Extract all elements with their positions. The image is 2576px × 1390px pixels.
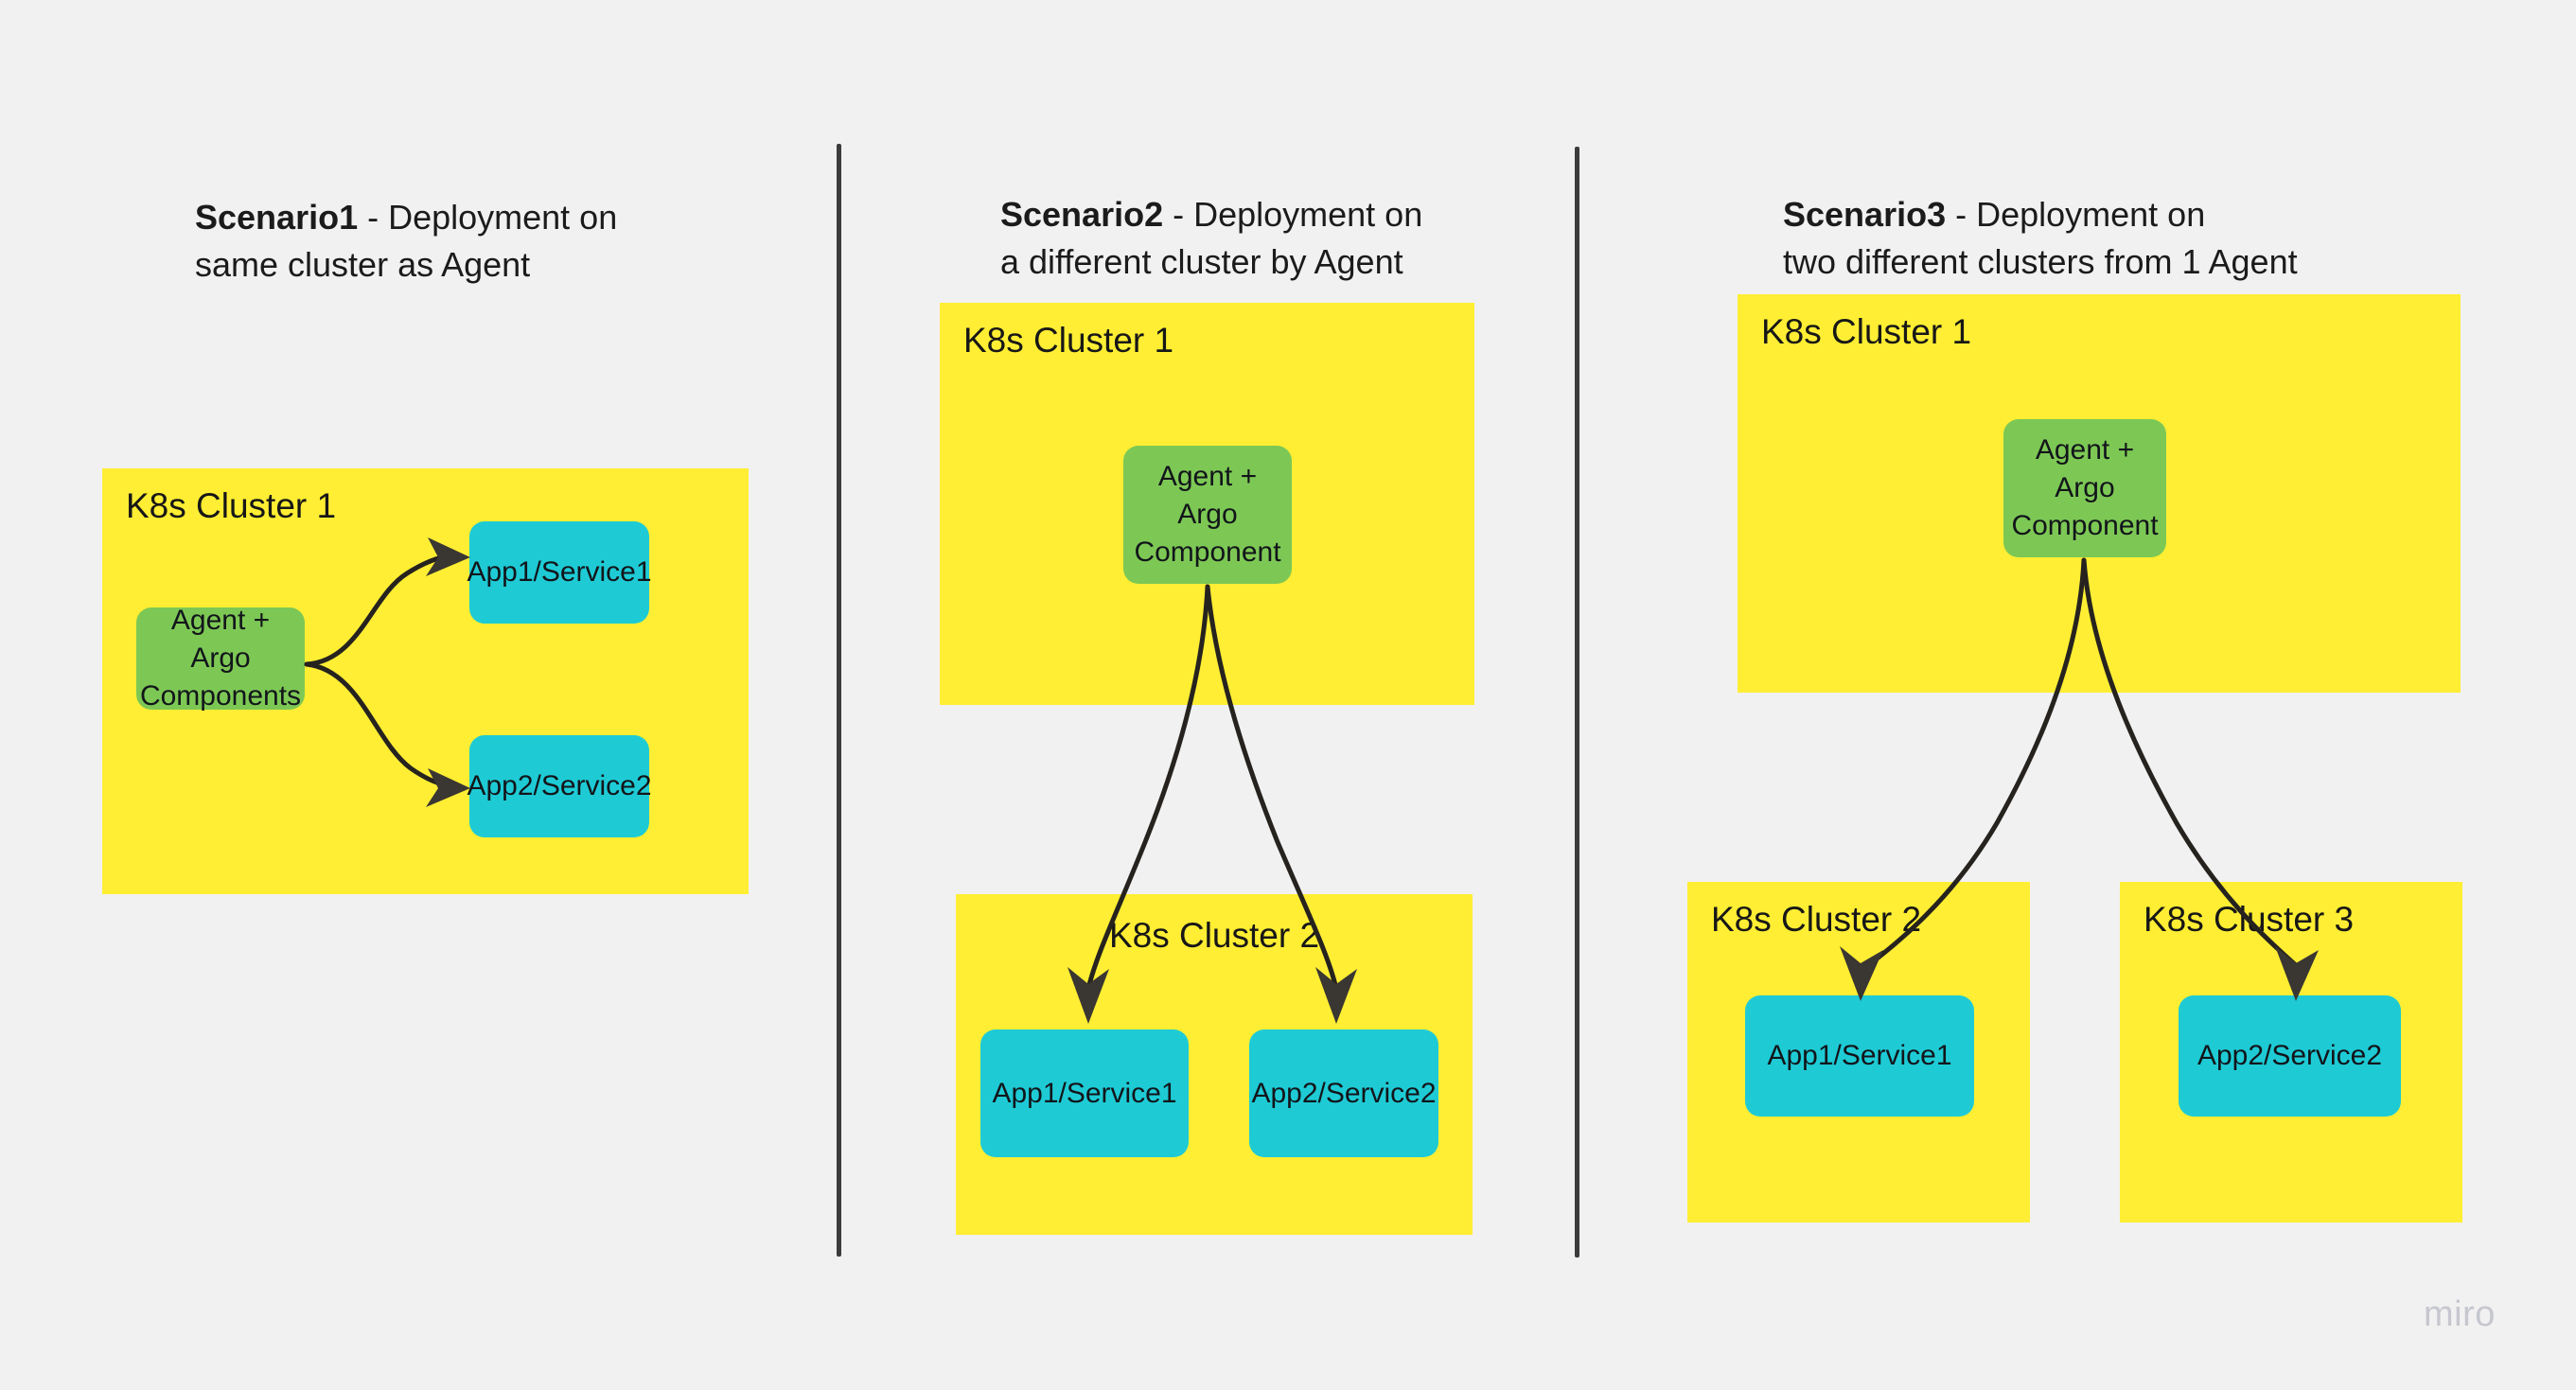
s3-agent-node[interactable]: Agent + Argo Component [2003, 419, 2166, 557]
s1-app1-label: App1/Service1 [467, 556, 652, 588]
s1-app2-node[interactable]: App2/Service2 [467, 735, 652, 837]
s2-agent-label: Agent + Argo Component [1134, 461, 1281, 568]
s3-app1-node[interactable]: App1/Service1 [1745, 995, 1974, 1117]
s1-agent-node[interactable]: Agent + Argo Components [136, 605, 305, 712]
s3-agent-label: Agent + Argo Component [2011, 434, 2159, 541]
scenario3-title: Scenario3 - Deployment on two different … [1783, 144, 2445, 286]
s2-app2-node[interactable]: App2/Service2 [1249, 1029, 1438, 1157]
s2-cluster2-label: K8s Cluster 2 [1108, 916, 1320, 955]
s1-cluster1-label: K8s Cluster 1 [126, 486, 337, 525]
scenario2-title-rest: - Deployment on a different cluster by A… [1000, 195, 1423, 281]
s2-agent-node[interactable]: Agent + Argo Component [1123, 446, 1292, 584]
scenario1-title: Scenario1 - Deployment on same cluster a… [195, 147, 801, 289]
scenario3-title-rest: - Deployment on two different clusters f… [1783, 195, 2298, 281]
s1-app2-label: App2/Service2 [467, 770, 652, 801]
s3-app2-label: App2/Service2 [2197, 1040, 2383, 1071]
s2-app1-node[interactable]: App1/Service1 [980, 1029, 1189, 1157]
s3-app1-label: App1/Service1 [1767, 1040, 1952, 1071]
scenario3-title-bold: Scenario3 [1783, 195, 1947, 234]
scenario1-title-bold: Scenario1 [195, 198, 359, 237]
scenario2-title-bold: Scenario2 [1000, 195, 1164, 234]
scenario1-title-rest: - Deployment on same cluster as Agent [195, 198, 618, 284]
s1-agent-label: Agent + Argo Components [139, 605, 302, 712]
s3-app2-node[interactable]: App2/Service2 [2179, 995, 2401, 1117]
s2-app2-label: App2/Service2 [1251, 1077, 1437, 1109]
s2-app1-label: App1/Service1 [992, 1077, 1177, 1109]
miro-watermark: miro [2424, 1294, 2496, 1334]
divider-scenario2-scenario3 [1575, 147, 1579, 1258]
s1-app1-node[interactable]: App1/Service1 [467, 521, 652, 624]
divider-scenario1-scenario2 [837, 144, 841, 1257]
s3-cluster3-label: K8s Cluster 3 [2144, 900, 2355, 939]
scenario2-title: Scenario2 - Deployment on a different cl… [1000, 144, 1606, 286]
s2-cluster1-label: K8s Cluster 1 [963, 321, 1174, 360]
s3-cluster2-label: K8s Cluster 2 [1711, 900, 1922, 939]
s3-cluster1-label: K8s Cluster 1 [1761, 312, 1972, 351]
